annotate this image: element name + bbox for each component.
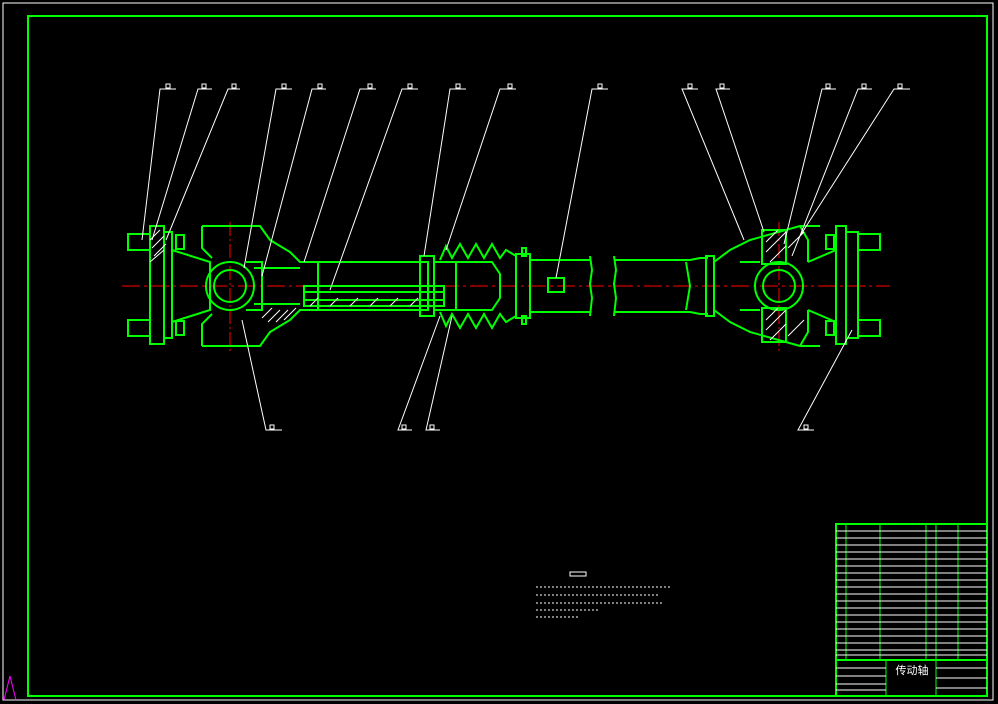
left-yoke-hatch [261, 307, 297, 323]
leader-lines [141, 88, 910, 431]
parts-list [835, 523, 988, 697]
left-flange [127, 225, 211, 345]
spline-sleeve [303, 255, 457, 317]
left-flange-hatch [149, 229, 167, 263]
left-yoke [201, 225, 318, 347]
parts-list-rows [836, 530, 987, 691]
drawing-border [27, 15, 988, 697]
ucs-icon [3, 675, 17, 701]
dust-boot [439, 241, 531, 331]
drawing-title: 传动轴 [896, 663, 929, 677]
shaft-tube [530, 255, 715, 317]
technical-notes [536, 571, 670, 618]
sleeve-hatch [309, 297, 419, 307]
right-yoke [713, 225, 820, 347]
right-flange [807, 225, 881, 345]
leader-tags [165, 83, 903, 430]
right-yoke-hatch [765, 229, 805, 341]
